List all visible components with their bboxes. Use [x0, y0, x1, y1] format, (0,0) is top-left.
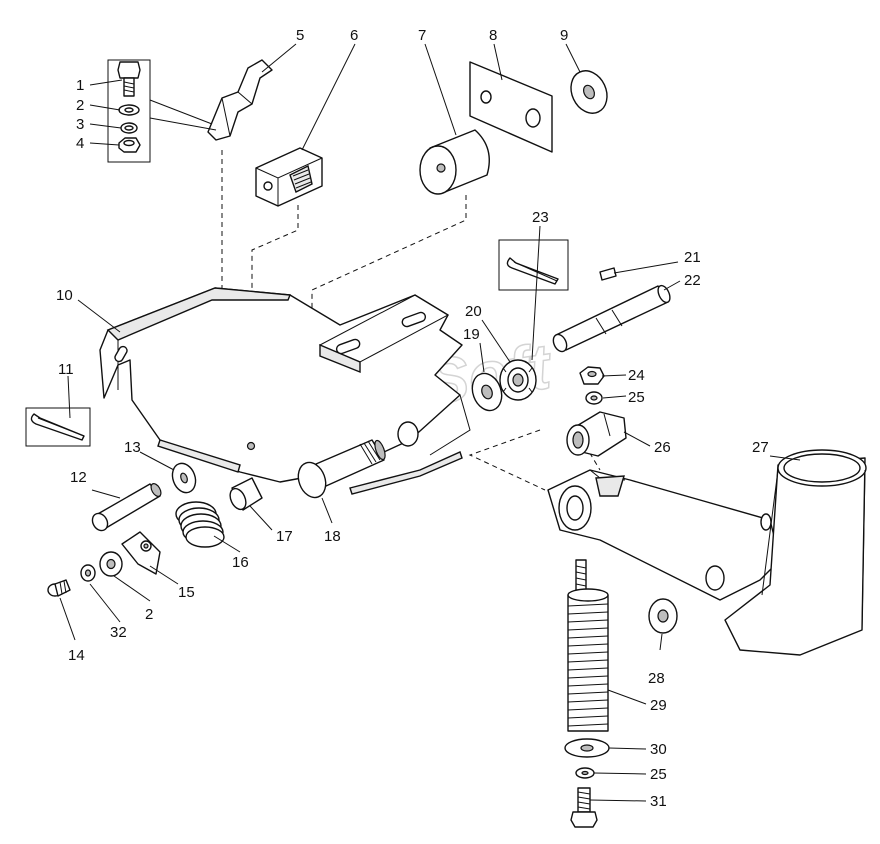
- callout-28: 28: [648, 670, 665, 687]
- callout-2: 2: [76, 97, 84, 114]
- clamp-26-part: [566, 411, 627, 457]
- main-bracket-part: [99, 287, 471, 495]
- callout-4: 4: [76, 135, 84, 152]
- shaft-22-part: [552, 284, 671, 353]
- callout-32: 32: [110, 624, 127, 641]
- spring-16-part: [175, 501, 225, 548]
- pin-12-part: [91, 483, 162, 532]
- callout-11: 11: [58, 361, 74, 378]
- callout-2-lower: 2: [145, 606, 153, 623]
- callout-16: 16: [232, 554, 249, 571]
- callout-24: 24: [628, 367, 645, 384]
- callout-21: 21: [684, 249, 701, 266]
- clip-bracket-part: [207, 59, 273, 141]
- cotter-pin-23-group: [498, 239, 569, 291]
- callout-25-lower: 25: [650, 766, 667, 783]
- callout-labels: 1 2 3 4 5 6 7 8 9 10 11 12 13 14 15 16 1…: [56, 27, 769, 810]
- washer-28-part: [648, 598, 678, 634]
- bolt-head-icon: [117, 61, 141, 79]
- roller-cylinder-part: [419, 129, 490, 195]
- callout-31: 31: [650, 793, 667, 810]
- callout-13: 13: [124, 439, 141, 456]
- callout-27: 27: [752, 439, 769, 456]
- callout-3: 3: [76, 116, 84, 133]
- washer-13-part: [171, 462, 197, 494]
- slotted-block-part: [255, 147, 323, 207]
- callout-6: 6: [350, 27, 358, 44]
- callout-12: 12: [70, 469, 87, 486]
- callout-1: 1: [76, 77, 84, 94]
- cotter-pin-11-group: [25, 407, 91, 447]
- callout-14: 14: [68, 647, 85, 664]
- tab-plate-15-part: [121, 531, 161, 575]
- callout-8: 8: [489, 27, 497, 44]
- washer-19-part: [471, 372, 503, 412]
- lever-arm-27-part: [547, 449, 867, 656]
- callout-20: 20: [465, 303, 482, 320]
- callout-15: 15: [178, 584, 195, 601]
- bolt-kit-group: [107, 59, 151, 163]
- callout-21-upper: 23: [532, 209, 549, 226]
- callout-19: 19: [463, 326, 480, 343]
- bolt-31-part: [570, 787, 598, 828]
- callout-17: 17: [276, 528, 293, 545]
- castle-nut-20-part: [499, 359, 537, 401]
- nut-24-part: [579, 366, 605, 385]
- bushing-17-part: [229, 477, 263, 511]
- washer-2-lower-part: [99, 551, 123, 577]
- callout-30: 30: [650, 741, 667, 758]
- callout-9: 9: [560, 27, 568, 44]
- callout-29: 29: [650, 697, 667, 714]
- leader-lines: [59, 43, 801, 802]
- callout-7: 7: [418, 27, 426, 44]
- threaded-pin-18-part: [297, 439, 386, 499]
- screw-14-part: [47, 579, 71, 597]
- callout-10: 10: [56, 287, 73, 304]
- threaded-rod-29-part: [567, 559, 609, 732]
- plate-part: [469, 61, 553, 153]
- callout-25-upper: 25: [628, 389, 645, 406]
- callout-22: 22: [684, 272, 701, 289]
- callout-18: 18: [324, 528, 341, 545]
- callout-5: 5: [296, 27, 304, 44]
- washer-9-part: [570, 70, 608, 114]
- key-21-part: [599, 267, 617, 281]
- callout-26: 26: [654, 439, 671, 456]
- washer-30-part: [564, 738, 610, 758]
